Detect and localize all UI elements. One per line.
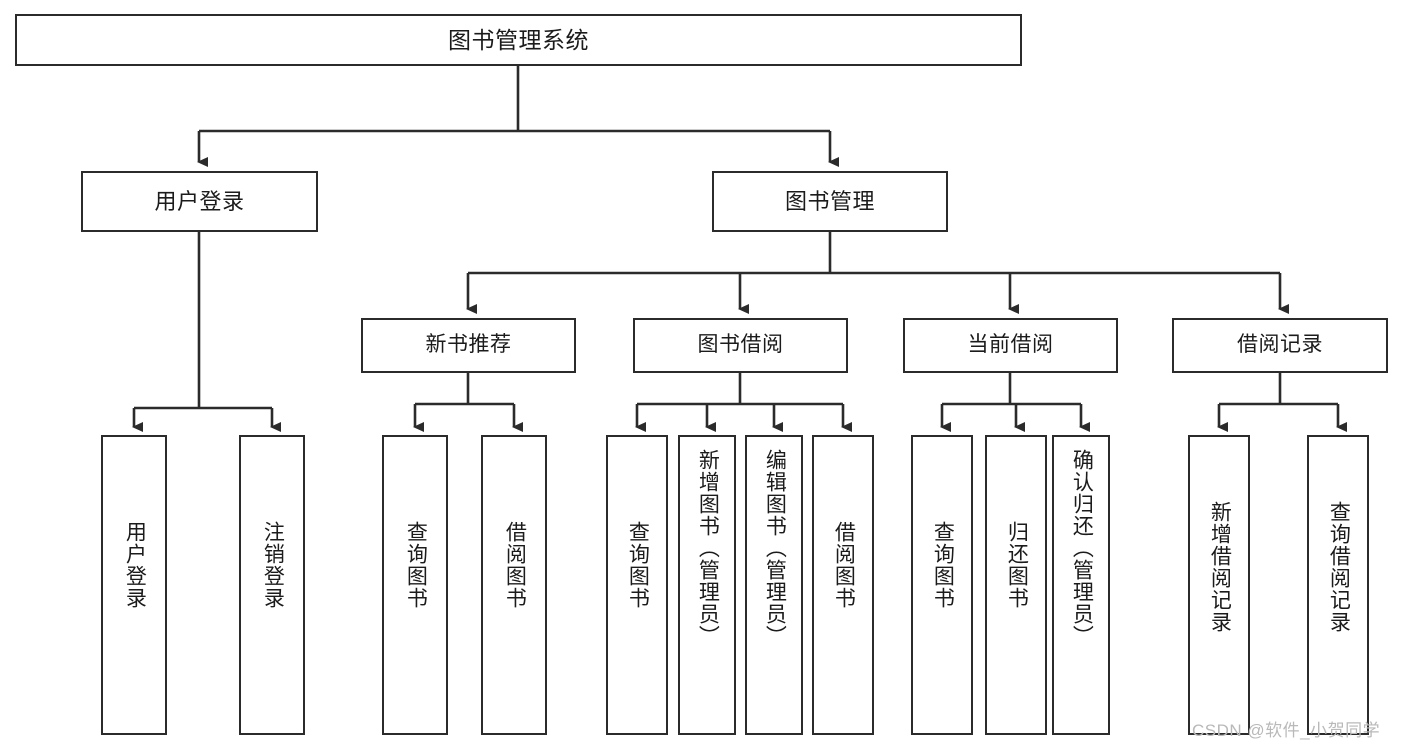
- leaf-confirm-return-admin-label: 确认归还（管理员）: [1070, 449, 1094, 647]
- node-user-login[interactable]: 用户登录: [81, 171, 318, 232]
- node-book-management[interactable]: 图书管理: [712, 171, 948, 232]
- leaf-query-books-current-label: 查询图书: [931, 521, 955, 609]
- node-root-label: 图书管理系统: [448, 26, 589, 53]
- leaf-logout-label: 注销登录: [261, 521, 285, 609]
- leaf-query-borrow-record[interactable]: 查询借阅记录: [1307, 435, 1369, 735]
- leaf-borrow-books-recommend[interactable]: 借阅图书: [481, 435, 547, 735]
- node-book-borrow-label: 图书借阅: [697, 333, 784, 357]
- leaf-query-books-borrow-label: 查询图书: [626, 521, 650, 609]
- node-new-book-recommend-label: 新书推荐: [425, 333, 512, 357]
- leaf-confirm-return-admin[interactable]: 确认归还（管理员）: [1052, 435, 1110, 735]
- leaf-borrow-books[interactable]: 借阅图书: [812, 435, 874, 735]
- leaf-query-books-current[interactable]: 查询图书: [911, 435, 973, 735]
- leaf-add-borrow-record-label: 新增借阅记录: [1208, 501, 1232, 633]
- leaf-add-borrow-record[interactable]: 新增借阅记录: [1188, 435, 1250, 735]
- node-new-book-recommend[interactable]: 新书推荐: [361, 318, 576, 373]
- leaf-query-books-borrow[interactable]: 查询图书: [606, 435, 668, 735]
- leaf-edit-book-admin-label: 编辑图书（管理员）: [763, 449, 787, 647]
- leaf-borrow-books-label: 借阅图书: [832, 521, 856, 609]
- leaf-user-login[interactable]: 用户登录: [101, 435, 167, 735]
- node-current-borrow-label: 当前借阅: [967, 333, 1054, 357]
- node-user-login-label: 用户登录: [154, 188, 245, 214]
- leaf-add-book-admin-label: 新增图书（管理员）: [696, 449, 720, 647]
- leaf-query-books-recommend[interactable]: 查询图书: [382, 435, 448, 735]
- node-borrow-records-label: 借阅记录: [1237, 333, 1323, 357]
- node-borrow-records[interactable]: 借阅记录: [1172, 318, 1388, 373]
- node-root[interactable]: 图书管理系统: [15, 14, 1022, 66]
- node-current-borrow[interactable]: 当前借阅: [903, 318, 1118, 373]
- watermark: CSDN @软件_小贺同学: [1192, 721, 1381, 740]
- leaf-edit-book-admin[interactable]: 编辑图书（管理员）: [745, 435, 803, 735]
- leaf-user-login-label: 用户登录: [123, 521, 147, 609]
- leaf-query-books-recommend-label: 查询图书: [404, 521, 428, 609]
- leaf-return-books-label: 归还图书: [1005, 521, 1029, 609]
- leaf-borrow-books-recommend-label: 借阅图书: [503, 521, 527, 609]
- leaf-query-borrow-record-label: 查询借阅记录: [1327, 501, 1351, 633]
- leaf-add-book-admin[interactable]: 新增图书（管理员）: [678, 435, 736, 735]
- leaf-logout[interactable]: 注销登录: [239, 435, 305, 735]
- node-book-management-label: 图书管理: [784, 188, 875, 214]
- leaf-return-books[interactable]: 归还图书: [985, 435, 1047, 735]
- node-book-borrow[interactable]: 图书借阅: [633, 318, 848, 373]
